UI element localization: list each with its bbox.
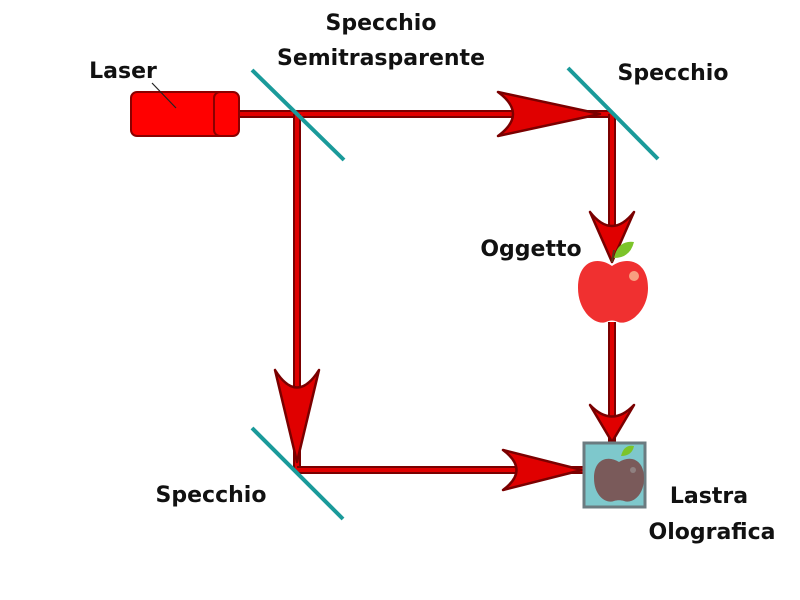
- arrow-down-right-lower-icon: [588, 403, 636, 444]
- arrow-right-bottom-icon: [501, 448, 584, 492]
- apple-leaf: [614, 241, 634, 258]
- beam-arrows: [273, 90, 636, 492]
- plate-apple-highlight: [630, 467, 636, 473]
- labels: Laser Specchio Semitrasparente Specchio …: [89, 11, 775, 545]
- arrow-down-right-upper-icon: [588, 210, 636, 264]
- arrow-right-top-icon: [496, 90, 602, 138]
- label-beam-splitter-line2: Semitrasparente: [277, 46, 485, 71]
- laser-device: [130, 82, 240, 137]
- label-beam-splitter-line1: Specchio: [326, 11, 437, 36]
- apple-body: [578, 261, 648, 323]
- arrow-down-left-icon: [273, 368, 321, 464]
- label-mirror-bottom-left: Specchio: [156, 483, 267, 508]
- laser-cap: [213, 91, 240, 137]
- label-plate-line1: Lastra: [670, 484, 748, 509]
- beam-splitter-mirror: [250, 68, 346, 162]
- label-plate-line2: Olografica: [649, 520, 776, 545]
- label-laser: Laser: [89, 59, 157, 84]
- mirror-bottom-left: [250, 426, 345, 521]
- holographic-plate: [582, 441, 647, 509]
- plate-apple-icon: [594, 458, 644, 502]
- label-mirror-top-right: Specchio: [618, 61, 729, 86]
- apple-highlight: [629, 271, 639, 281]
- mirror-top-right: [566, 66, 660, 161]
- apple-object-icon: [578, 241, 648, 323]
- mirrors: [250, 66, 660, 521]
- label-object: Oggetto: [480, 237, 581, 262]
- laser-label-leader: [151, 82, 177, 109]
- plate-apple-leaf: [621, 445, 634, 456]
